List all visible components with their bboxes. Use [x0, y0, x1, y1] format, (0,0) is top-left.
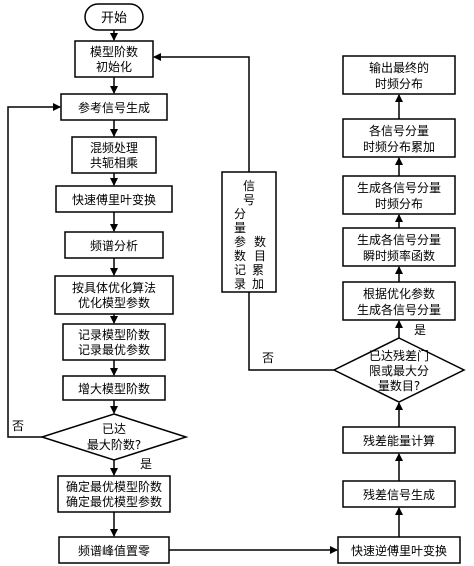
record-params-char: 量	[234, 221, 246, 235]
residual-energy-box	[342, 426, 456, 454]
instant-freq-line2: 瞬时频率函数	[363, 248, 435, 263]
branch-no-left: 否	[12, 419, 24, 433]
record-params-char: 分	[234, 207, 246, 221]
fft-label: 快速傅里叶变换	[72, 192, 156, 207]
determine-line1: 确定最优模型阶数	[66, 479, 162, 494]
tf-accum-line1: 各信号分量	[369, 123, 429, 138]
generate-components-line2: 生成各信号分量	[357, 302, 441, 317]
threshold-line1: 已达残差门	[369, 348, 429, 363]
record-params-char: 录	[234, 277, 246, 291]
optimize-line1: 按具体优化算法	[72, 280, 156, 295]
instant-freq-line1: 生成各信号分量	[357, 232, 441, 247]
record-params-char: 目	[254, 249, 266, 263]
record-params-char: 号	[243, 193, 255, 207]
optimize-line2: 优化模型参数	[78, 295, 150, 310]
zero-peak-label: 频谱峰值置零	[78, 543, 150, 558]
max-order-decision	[39, 413, 189, 461]
init-order-line1: 模型阶数	[90, 44, 138, 59]
generate-components-line1: 根据优化参数	[363, 286, 435, 301]
record-params-char: 数	[234, 248, 246, 263]
output-box	[342, 55, 456, 95]
record-params-char: 信	[243, 179, 255, 193]
generate-components-box	[342, 281, 456, 321]
tf-dist-line2: 时频分布	[375, 197, 423, 211]
tf-accum-box	[342, 118, 456, 158]
increase-order-label: 增大模型阶数	[78, 381, 150, 396]
init-order-box	[74, 40, 154, 78]
middle-arrows	[153, 53, 334, 371]
max-order-line1: 已达	[102, 422, 126, 436]
record-params-char: 加	[252, 277, 264, 291]
zero-peak-box	[58, 536, 170, 564]
tf-accum-line2: 时频分布累加	[363, 140, 435, 154]
threshold-line3: 量数目?	[378, 378, 420, 393]
determine-line2: 确定最优模型参数	[66, 494, 162, 509]
left-column-arrows	[7, 30, 338, 554]
spectrum-label: 频谱分析	[90, 239, 138, 253]
ref-signal-label: 参考信号生成	[78, 100, 150, 115]
branch-yes-left: 是	[140, 457, 152, 471]
record-box	[62, 323, 166, 361]
output-line1: 输出最终的	[369, 60, 429, 75]
residual-energy-label: 残差能量计算	[363, 433, 435, 448]
tf-dist-line1: 生成各信号分量	[357, 180, 441, 195]
record-params-char: 参	[234, 234, 246, 249]
residual-signal-label: 残差信号生成	[363, 488, 435, 502]
ifft-label: 快速逆傅里叶变换	[351, 543, 447, 558]
mix-conj-box	[71, 136, 157, 174]
max-order-line2: 最大阶数?	[87, 437, 141, 452]
ref-signal-box	[60, 93, 168, 121]
start-label: 开始	[101, 11, 127, 26]
record-line2: 记录最优参数	[78, 342, 150, 357]
determine-box	[57, 475, 171, 513]
record-params-char: 记	[234, 263, 246, 277]
mix-conj-line2: 共轭相乘	[90, 155, 138, 170]
branch-no-right: 否	[262, 351, 274, 365]
init-order-line2: 初始化	[96, 60, 132, 74]
record-line1: 记录模型阶数	[78, 327, 150, 342]
record-params-char: 累	[252, 263, 264, 277]
threshold-line2: 限或最大分	[369, 364, 429, 378]
mix-conj-line1: 混频处理	[90, 141, 138, 155]
output-line2: 时频分布	[375, 77, 423, 91]
record-params-char: 数	[254, 234, 266, 249]
increase-order-box	[62, 375, 166, 401]
branch-yes-right: 是	[414, 323, 426, 337]
